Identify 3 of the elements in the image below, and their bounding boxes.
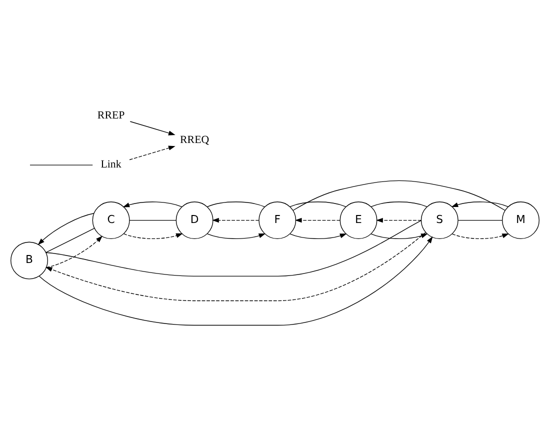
legend-label: RREP (97, 109, 125, 122)
legend-label: RREQ (180, 134, 210, 146)
legend-label: Link (100, 158, 122, 170)
